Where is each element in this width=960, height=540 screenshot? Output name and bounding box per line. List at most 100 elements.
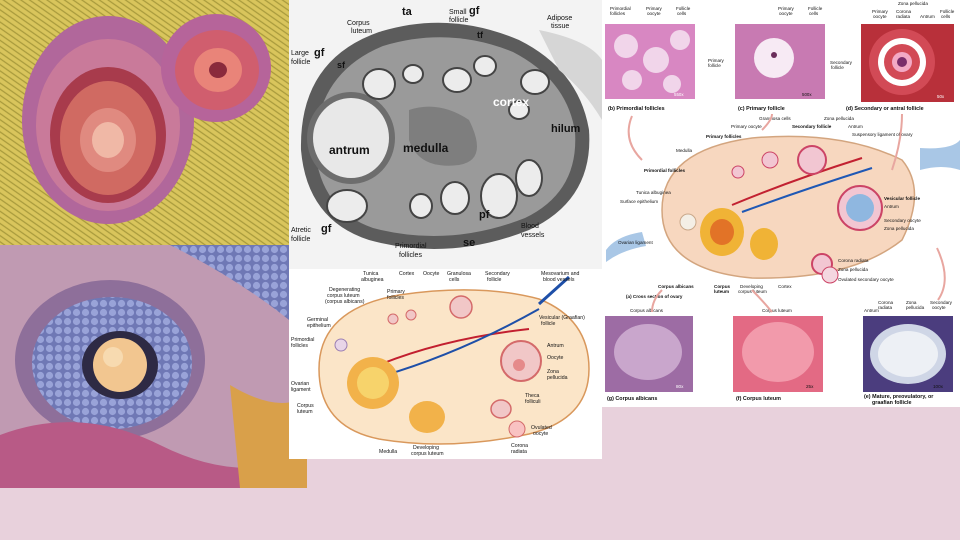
cl-zona: Zona pellucida — [824, 116, 854, 121]
label-vessels: vessels — [521, 232, 545, 239]
caption-d: (d) Secondary or antral follicle — [846, 106, 924, 112]
label-small: Small — [449, 9, 467, 16]
dlabel-oocyte2: Oocyte — [547, 355, 564, 361]
cl-cross-section: (a) Cross section of ovary — [626, 294, 683, 299]
bl-corpus-luteum: Corpus luteum — [762, 308, 792, 313]
ovary-textbook-plate: (b) Primordial follicles (c) Primary fol… — [602, 0, 960, 407]
micrograph-d — [861, 24, 954, 102]
label-medulla: medulla — [403, 141, 449, 155]
bl-corpus-albicans: Corpus albicans — [630, 308, 664, 313]
mag-80: 80x — [676, 384, 684, 389]
cl-medulla: Medulla — [676, 148, 693, 153]
label-sf: sf — [337, 60, 346, 70]
bl-antrum: Antrum — [864, 308, 879, 313]
cl-primordial: Primordial follicles — [644, 168, 686, 173]
mag-25: 25x — [806, 384, 814, 389]
label-large: Large — [291, 50, 309, 57]
label-follicle: follicle — [291, 59, 311, 66]
dlabel-medulla: Medulla — [379, 449, 397, 455]
caption-f: (f) Corpus luteum — [736, 396, 781, 402]
label-gf-left: gf — [314, 47, 325, 59]
cl-vesicular: Vesicular follicle — [884, 196, 920, 201]
cl-primary-oocyte: Primary oocyte — [731, 124, 762, 129]
cl-antrum2: Antrum — [884, 204, 899, 209]
mag-500: 500x — [802, 92, 812, 97]
micrograph-c — [735, 24, 825, 99]
tl-antrum: Antrum — [920, 14, 935, 19]
label-small-follicle: follicle — [449, 17, 469, 24]
sem-follicles-image — [0, 0, 289, 245]
plate-arrows — [627, 113, 946, 313]
cl-corpus-albicans: Corpus albicans — [658, 284, 694, 289]
dlabel-oocyte: Oocyte — [423, 271, 440, 277]
label-pf: pf — [479, 209, 490, 221]
caption-b: (b) Primordial follicles — [608, 106, 665, 112]
dlabel-cortex: Cortex — [399, 271, 415, 277]
cl-granulosa: Granulosa cells — [759, 116, 791, 121]
caption-c: (c) Primary follicle — [738, 106, 785, 112]
cl-secondary-oocyte: Secondary oocyte — [884, 218, 921, 223]
label-atretic-follicle: follicle — [291, 236, 311, 243]
label-tf: tf — [477, 30, 484, 40]
label-primordial-follicles: follicles — [399, 252, 422, 259]
label-antrum: antrum — [329, 143, 370, 157]
label-blood: Blood — [521, 223, 539, 230]
micrograph-f — [733, 316, 823, 392]
tl-zona-pellucida: Zona pellucida — [898, 1, 928, 6]
dlabel-antrum: Antrum — [547, 343, 564, 349]
label-gf-bottom: gf — [321, 223, 332, 235]
ovary-cross-section — [606, 135, 960, 284]
caption-g: (g) Corpus albicans — [607, 396, 657, 402]
cl-corona: Corona radiata — [838, 258, 869, 263]
cl-surface: Surface epithelium — [620, 199, 658, 204]
cl-tunica: Tunica albuginea — [636, 190, 671, 195]
label-cortex: cortex — [493, 95, 529, 109]
sem-oocyte-image — [0, 245, 307, 488]
label-primordial: Primordial — [395, 243, 427, 250]
mag-50: 50x — [937, 94, 945, 99]
label-ta: ta — [402, 6, 413, 18]
cl-ovulated: Ovulated secondary oocyte — [838, 277, 894, 282]
mag-550: 550x — [674, 92, 684, 97]
cl-ovarian-lig: Ovarian ligament — [618, 240, 653, 245]
cl-cortex: Cortex — [778, 284, 792, 289]
micrograph-b — [605, 24, 695, 99]
cl-secondary-follicle: Secondary follicle — [792, 124, 832, 129]
label-hilum: hilum — [551, 123, 581, 135]
cl-zona3: Zona pellucida — [838, 267, 868, 272]
cl-zona2: Zona pellucida — [884, 226, 914, 231]
